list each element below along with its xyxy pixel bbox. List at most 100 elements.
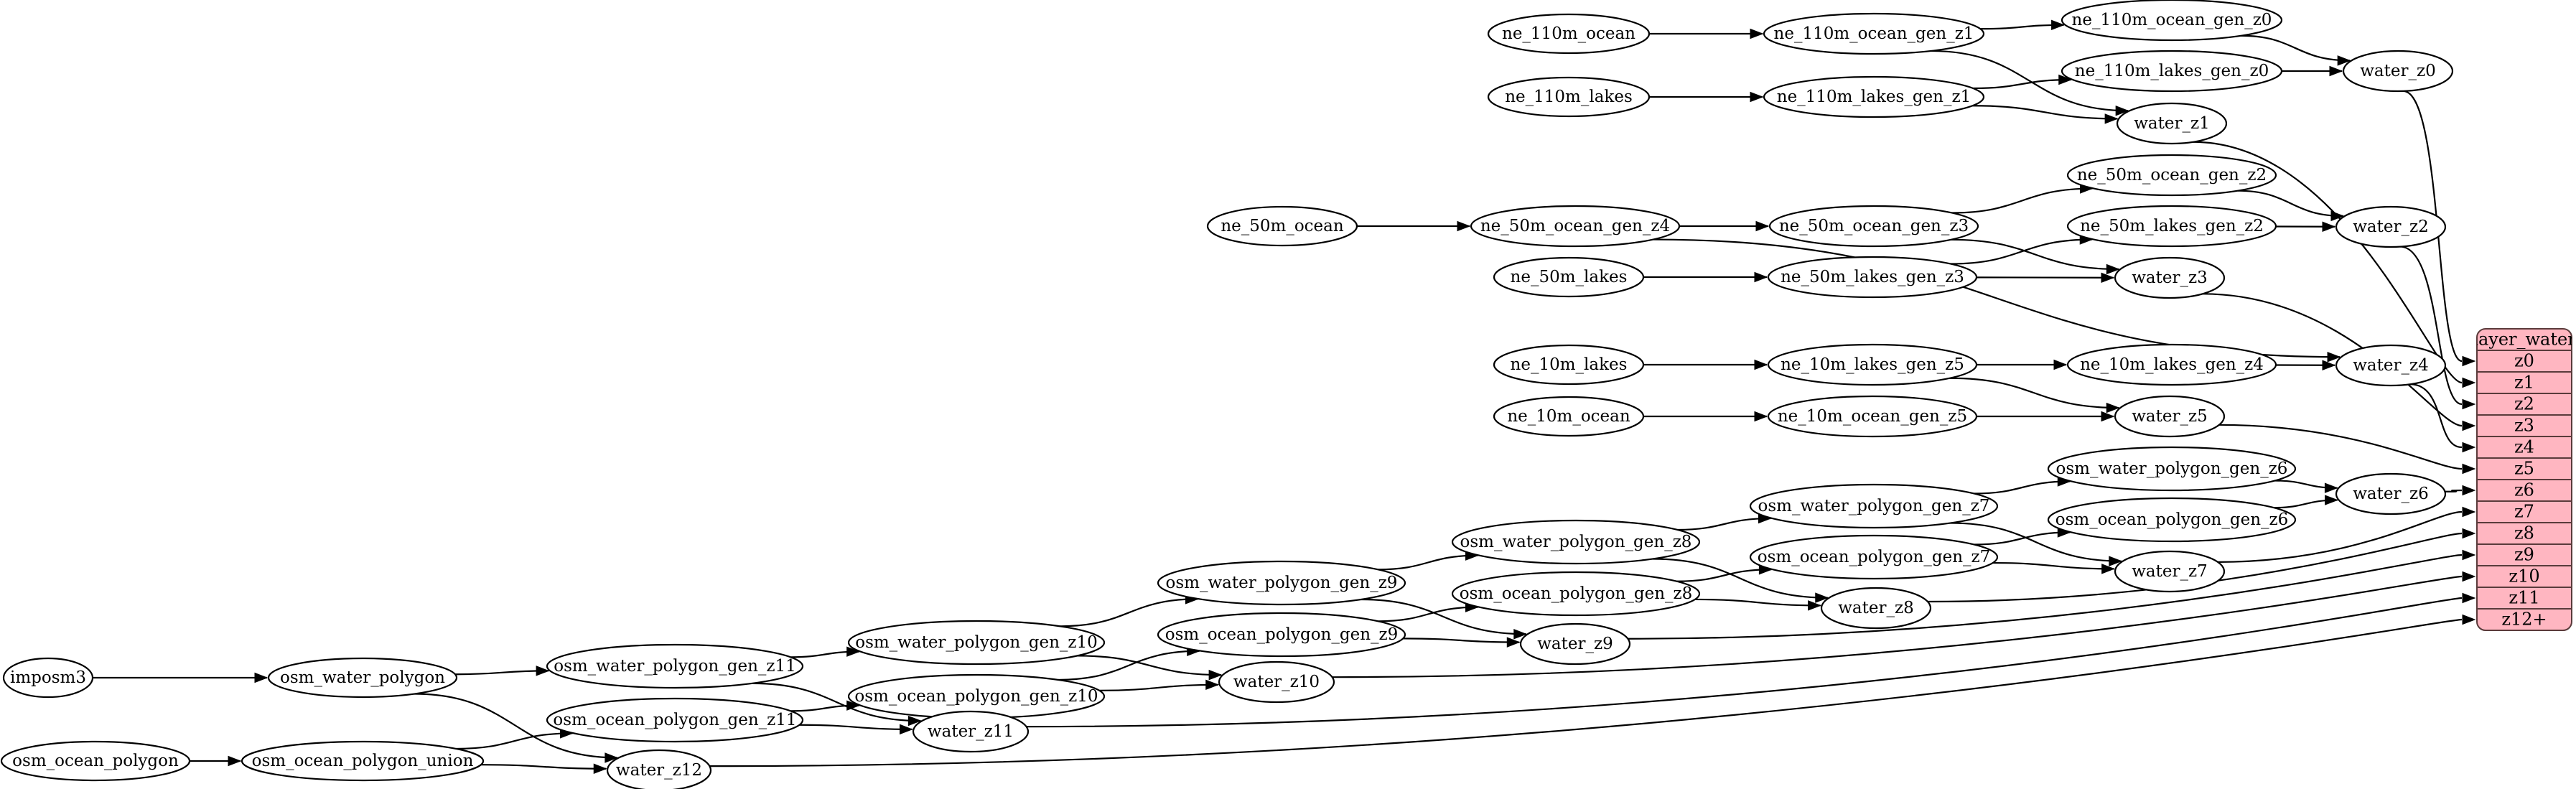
graph-node-water_z5[interactable]: water_z5: [2114, 395, 2226, 438]
graph-node-ne_10m_ocean[interactable]: ne_10m_ocean: [1493, 396, 1645, 437]
edge-ne_50m_ocean_gen_z4-to-water_z4-arrowhead: [2327, 351, 2341, 363]
graph-node-ne_50m_lakes[interactable]: ne_50m_lakes: [1493, 256, 1645, 298]
table-row-z12+: z12+: [2501, 610, 2547, 630]
graph-node-osm_water_polygon_gen_z10[interactable]: osm_water_polygon_gen_z10: [847, 620, 1106, 666]
nodes-layer: imposm3 osm_ocean_polygon osm_water_polygo…: [0, 0, 2454, 789]
graph-node-water_z2[interactable]: water_z2: [2335, 205, 2447, 248]
edge-osm_ocean_polygon_gen_z10-to-osm_ocean_polygon_gen_z9: [1058, 650, 1200, 681]
graph-node-water_z0[interactable]: water_z0: [2342, 50, 2454, 93]
edge-osm_ocean_polygon_gen_z7-to-water_z7: [1992, 561, 2114, 570]
node-shape: [2066, 343, 2277, 386]
graph-node-ne_50m_lakes_gen_z2[interactable]: ne_50m_lakes_gen_z2: [2066, 205, 2277, 248]
table-row-z11: z11: [2509, 588, 2539, 608]
edge-osm_water_polygon_gen_z6-to-water_z6-arrowhead: [2324, 482, 2338, 493]
edge-osm_ocean_polygon_union-to-water_z12: [480, 764, 607, 770]
node-shape: [267, 657, 458, 699]
graph-node-water_z12[interactable]: water_z12: [606, 749, 712, 789]
graph-node-water_z11[interactable]: water_z11: [912, 710, 1030, 753]
graph-node-ne_50m_ocean[interactable]: ne_50m_ocean: [1206, 205, 1358, 247]
graph-node-ne_50m_ocean_gen_z2[interactable]: ne_50m_ocean_gen_z2: [2066, 154, 2277, 197]
edge-osm_water_polygon_gen_z10-to-osm_water_polygon_gen_z9: [1060, 598, 1198, 627]
graph-node-water_z3[interactable]: water_z3: [2114, 256, 2226, 299]
edge-osm_ocean_polygon_gen_z11-to-osm_ocean_polygon_gen_z10-arrowhead: [846, 700, 861, 711]
edge-ne_110m_lakes-to-ne_110m_lakes_gen_z1-arrowhead: [1750, 91, 1764, 103]
graph-node-ne_50m_ocean_gen_z4[interactable]: ne_50m_ocean_gen_z4: [1470, 205, 1681, 248]
graph-node-osm_ocean_polygon_gen_z9[interactable]: osm_ocean_polygon_gen_z9: [1157, 612, 1406, 658]
edge-ne_10m_lakes_gen_z5-to-water_z5: [1949, 377, 2119, 409]
graph-node-osm_ocean_polygon_gen_z8[interactable]: osm_ocean_polygon_gen_z8: [1451, 571, 1701, 617]
node-shape: [1767, 395, 1978, 438]
table-row-z1: z1: [2514, 373, 2534, 393]
graph-node-osm_water_polygon_gen_z11[interactable]: osm_water_polygon_gen_z11: [546, 643, 804, 689]
graph-node-ne_10m_lakes_gen_z4[interactable]: ne_10m_lakes_gen_z4: [2066, 343, 2277, 386]
graph-node-osm_ocean_polygon_gen_z7[interactable]: osm_ocean_polygon_gen_z7: [1749, 534, 1999, 580]
graph-node-osm_water_polygon[interactable]: osm_water_polygon: [267, 657, 458, 699]
edge-water_z10-to-table-row: [1332, 575, 2463, 678]
edge-osm_water_polygon-to-osm_water_polygon_gen_z11: [454, 670, 549, 676]
edge-ne_110m_lakes_gen_z1-to-water_z1-arrowhead: [2104, 113, 2119, 124]
edge-osm_water_polygon-to-water_z12-arrowhead: [605, 752, 619, 763]
table-row-z10: z10: [2509, 566, 2539, 587]
layer-water-table[interactable]: layer_waterz0z1z2z3z4z5z6z7z8z9z10z11z12…: [2473, 328, 2576, 631]
edge-osm_ocean_polygon_gen_z10-to-water_z10: [1099, 683, 1218, 691]
graph-node-ne_110m_lakes_gen_z1[interactable]: ne_110m_lakes_gen_z1: [1763, 75, 1985, 118]
edge-water_z5-to-table-row: [2218, 424, 2463, 470]
graph-node-ne_110m_lakes[interactable]: ne_110m_lakes: [1487, 76, 1651, 118]
graph-node-ne_110m_lakes_gen_z0[interactable]: ne_110m_lakes_gen_z0: [2061, 50, 2283, 93]
edge-ne_110m_ocean-to-ne_110m_ocean_gen_z1-arrowhead: [1750, 28, 1764, 39]
graph-node-water_z7[interactable]: water_z7: [2114, 550, 2226, 593]
graph-node-water_z9[interactable]: water_z9: [1519, 622, 1631, 666]
graph-node-ne_110m_ocean_gen_z0[interactable]: ne_110m_ocean_gen_z0: [2061, 0, 2283, 42]
graph-node-osm_ocean_polygon_union[interactable]: osm_ocean_polygon_union: [241, 740, 485, 782]
graph-node-ne_110m_ocean_gen_z1[interactable]: ne_110m_ocean_gen_z1: [1763, 12, 1985, 55]
graph-node-water_z10[interactable]: water_z10: [1218, 660, 1335, 704]
node-label: osm_ocean_polygon_gen_z10: [854, 687, 1098, 706]
node-shape: [241, 740, 485, 782]
table-row-z4: z4: [2514, 437, 2534, 457]
edge-water_z11-to-table-row: [1026, 597, 2463, 728]
graph-node-osm_water_polygon_gen_z9[interactable]: osm_water_polygon_gen_z9: [1157, 560, 1406, 606]
edge-ne_50m_lakes_gen_z3-to-ne_50m_lakes_gen_z2: [1950, 238, 2093, 265]
graph-node-ne_10m_ocean_gen_z5[interactable]: ne_10m_ocean_gen_z5: [1767, 395, 1978, 438]
graph-node-osm_water_polygon_gen_z8[interactable]: osm_water_polygon_gen_z8: [1451, 519, 1701, 565]
edge-osm_water_polygon-to-water_z12: [414, 693, 617, 759]
graph-node-ne_50m_lakes_gen_z3[interactable]: ne_50m_lakes_gen_z3: [1767, 256, 1978, 299]
node-shape: [2335, 472, 2447, 515]
edge-osm_ocean_polygon_gen_z7-to-water_z7-arrowhead: [2101, 564, 2116, 574]
node-label: water_z2: [2353, 218, 2429, 236]
edge-osm_water_polygon_gen_z9-to-water_z9: [1361, 598, 1526, 635]
graph-node-ne_110m_ocean[interactable]: ne_110m_ocean: [1487, 13, 1651, 55]
edge-ne_50m_ocean_gen_z3-to-ne_50m_ocean_gen_z2: [1951, 187, 2093, 214]
graph-node-water_z8[interactable]: water_z8: [1820, 587, 1932, 630]
graph-node-imposm3[interactable]: imposm3: [2, 657, 94, 699]
graph-node-ne_50m_ocean_gen_z3[interactable]: ne_50m_ocean_gen_z3: [1768, 205, 1979, 248]
edge-ne_10m_ocean-to-ne_10m_ocean_gen_z5-arrowhead: [1754, 411, 1768, 422]
edge-osm_water_polygon_gen_z8-to-osm_water_polygon_gen_z7: [1677, 517, 1771, 531]
graph-node-osm_water_polygon_gen_z6[interactable]: osm_water_polygon_gen_z6: [2047, 446, 2297, 492]
edge-osm_ocean_polygon_union-to-water_z12-arrowhead: [593, 763, 607, 774]
graph-node-osm_water_polygon_gen_z7[interactable]: osm_water_polygon_gen_z7: [1749, 483, 1999, 529]
edge-ne_110m_lakes_gen_z1-to-ne_110m_lakes_gen_z0-arrowhead: [2058, 74, 2073, 85]
table-row-z8: z8: [2514, 523, 2534, 543]
node-shape: [1157, 612, 1406, 658]
node-shape: [1157, 560, 1406, 606]
edge-ne_110m_lakes_gen_z1-to-water_z1: [1972, 105, 2118, 120]
edge-ne_110m_ocean_gen_z0-to-water_z0: [2241, 34, 2351, 62]
graph-node-osm_ocean_polygon_gen_z11[interactable]: osm_ocean_polygon_gen_z11: [546, 697, 804, 743]
graph-node-osm_ocean_polygon_gen_z6[interactable]: osm_ocean_polygon_gen_z6: [2047, 497, 2297, 543]
graph-node-water_z6[interactable]: water_z6: [2335, 472, 2447, 515]
edge-osm_water_polygon_gen_z9-to-water_z9-arrowhead: [1513, 629, 1528, 640]
node-label: ne_50m_lakes_gen_z3: [1781, 268, 1964, 286]
node-label: osm_water_polygon_gen_z8: [1460, 533, 1692, 551]
node-label: ne_110m_ocean_gen_z0: [2072, 11, 2272, 29]
graph-node-ne_10m_lakes[interactable]: ne_10m_lakes: [1493, 344, 1645, 386]
graph-node-osm_ocean_polygon[interactable]: osm_ocean_polygon: [0, 740, 191, 782]
node-shape: [2, 657, 94, 699]
node-label: ne_10m_lakes: [1511, 355, 1628, 374]
node-shape: [606, 749, 712, 789]
graph-node-ne_10m_lakes_gen_z5[interactable]: ne_10m_lakes_gen_z5: [1767, 343, 1978, 386]
graph-node-water_z4[interactable]: water_z4: [2335, 344, 2447, 387]
graph-node-water_z1[interactable]: water_z1: [2116, 102, 2228, 145]
node-label: osm_water_polygon_gen_z6: [2056, 459, 2288, 478]
edge-ne_10m_lakes-to-ne_10m_lakes_gen_z5-arrowhead: [1754, 359, 1768, 370]
